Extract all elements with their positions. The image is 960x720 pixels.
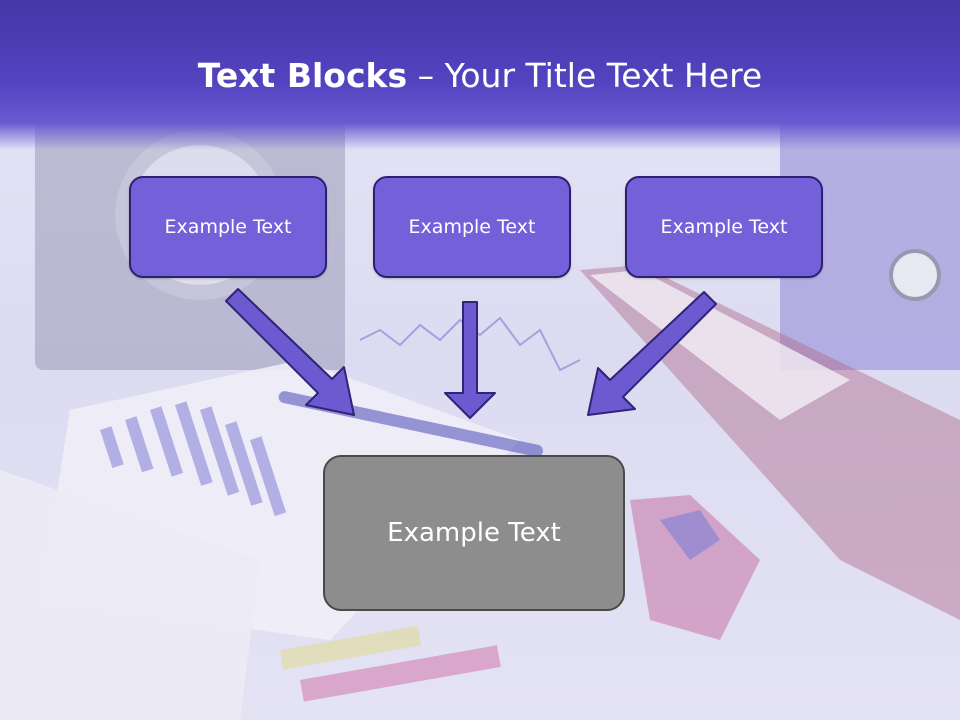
result-block-label: Example Text: [387, 518, 561, 548]
page-title: Text Blocks – Your Title Text Here: [0, 52, 960, 100]
arrow-left: [225, 288, 355, 416]
title-bold: Text Blocks: [197, 56, 408, 95]
text-block-center[interactable]: Example Text: [373, 176, 571, 278]
text-block-center-label: Example Text: [408, 216, 536, 238]
title-bar: [0, 0, 960, 150]
arrow-center: [444, 301, 496, 419]
title-rest: – Your Title Text Here: [407, 56, 763, 95]
text-block-right[interactable]: Example Text: [625, 176, 823, 278]
result-block[interactable]: Example Text: [323, 455, 625, 611]
arrow-right: [587, 291, 717, 416]
text-block-right-label: Example Text: [660, 216, 788, 238]
text-block-left[interactable]: Example Text: [129, 176, 327, 278]
text-block-left-label: Example Text: [164, 216, 292, 238]
